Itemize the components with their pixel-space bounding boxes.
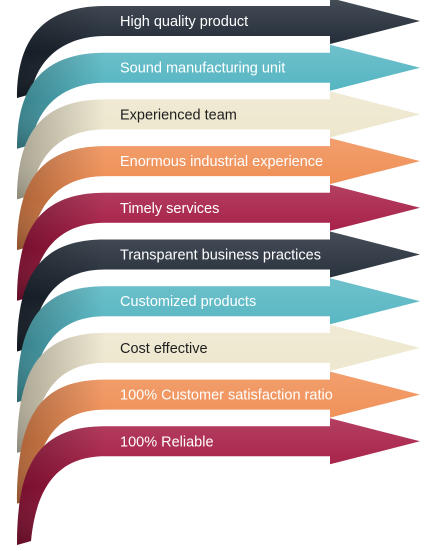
ribbon-curl-shadow xyxy=(17,239,105,352)
ribbon-label: Experienced team xyxy=(120,107,237,123)
ribbon-shading xyxy=(17,278,420,403)
ribbon-shading xyxy=(17,231,420,352)
ribbon-label: 100% Reliable xyxy=(120,434,214,450)
ribbon-arrow-8: Cost effective xyxy=(17,324,420,453)
ribbon-arrow-3: Experienced team xyxy=(17,91,420,200)
ribbon-label: High quality product xyxy=(120,14,248,30)
ribbon-curl-shadow xyxy=(17,332,105,453)
ribbon-arrow-9: 100% Customer satisfaction ratio xyxy=(17,371,420,504)
ribbon-arrow-10: 100% Reliable xyxy=(17,418,420,545)
ribbon-curl-shadow xyxy=(17,99,105,200)
ribbon-shading xyxy=(17,184,420,301)
ribbon-shading xyxy=(17,91,420,200)
ribbon-label: Customized products xyxy=(120,294,256,310)
ribbon-shading xyxy=(17,324,420,453)
ribbon-curl-shadow xyxy=(17,146,105,251)
ribbon-label: Sound manufacturing unit xyxy=(120,61,285,77)
ribbon-arrow-7: Customized products xyxy=(17,278,420,403)
ribbon-shading xyxy=(17,418,420,545)
ribbon-arrow-5: Timely services xyxy=(17,184,420,301)
ribbon-shading xyxy=(17,44,420,149)
ribbon-label: 100% Customer satisfaction ratio xyxy=(120,388,333,404)
ribbon-curl-shadow xyxy=(17,6,105,98)
ribbon-shading xyxy=(17,371,420,504)
ribbon-arrow-4: Enormous industrial experience xyxy=(17,138,420,251)
ribbon-arrow-2: Sound manufacturing unit xyxy=(17,44,420,149)
ribbon-curl-shadow xyxy=(17,379,105,504)
ribbon-label: Transparent business practices xyxy=(120,248,321,264)
ribbon-label: Timely services xyxy=(120,201,219,217)
ribbon-label: Cost effective xyxy=(120,341,208,357)
ribbon-curl-shadow xyxy=(17,426,105,545)
ribbon-curl-shadow xyxy=(17,192,105,301)
ribbon-arrow-6: Transparent business practices xyxy=(17,231,420,352)
ribbon-shading xyxy=(17,138,420,251)
ribbon-arrow-1: High quality product xyxy=(17,0,420,98)
ribbon-curl-shadow xyxy=(17,52,105,149)
ribbon-curl-shadow xyxy=(17,286,105,403)
ribbon-label: Enormous industrial experience xyxy=(120,154,323,170)
ribbon-shading xyxy=(17,0,420,98)
